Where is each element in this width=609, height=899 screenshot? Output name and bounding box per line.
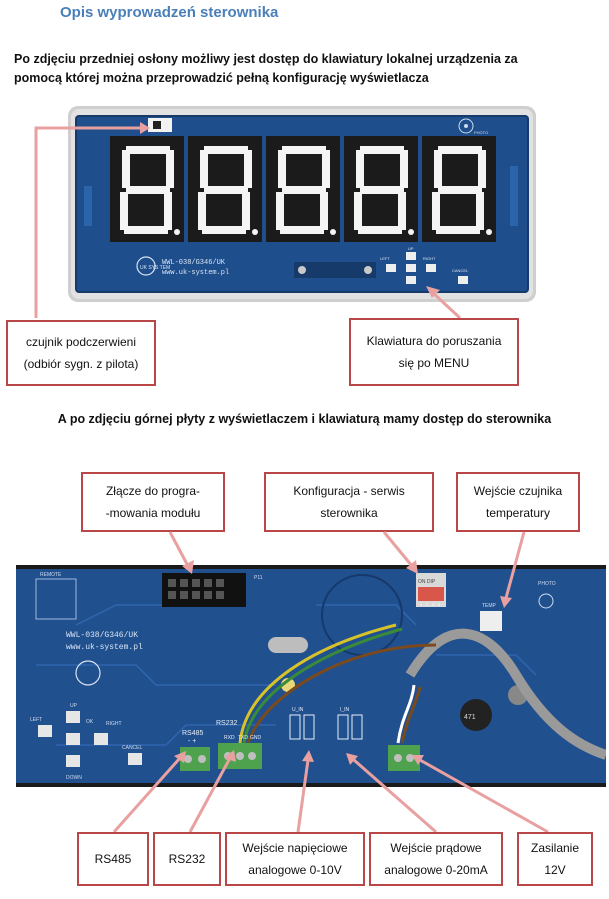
label-rs485: RS485 [77, 832, 149, 886]
callout-configuration: Konfiguracja - serwis sterownika [264, 472, 434, 532]
ctrl-temp-label: TEMP [482, 603, 497, 609]
ctrl-model-text: WWL-038/G346/UK [66, 631, 138, 640]
callout-config-line2: sterownika [320, 506, 378, 520]
label-voltage-input: Wejście napięciowe analogowe 0-10V [225, 832, 365, 886]
ctrl-dip-3: 3 [432, 602, 435, 607]
label-power-supply: Zasilanie 12V [517, 832, 593, 886]
label-current-input: Wejście prądowe analogowe 0-20mA [369, 832, 503, 886]
ctrl-rxd: RXD [224, 735, 235, 741]
callout-keyboard: Klawiatura do poruszania się po MENU [349, 318, 519, 386]
label-power-line2: 12V [544, 863, 566, 877]
ctrl-rs485-label: RS485 [182, 730, 204, 737]
front-key-cancel: CANCEL [452, 268, 469, 273]
front-board-photo: REMOTE PHOTO UK SYS TEM WWL-038/G346/UK [68, 106, 536, 302]
seven-segment-display [110, 136, 496, 242]
page-heading: Opis wyprowadzeń sterownika [60, 4, 279, 21]
ctrl-remote-label: REMOTE [40, 572, 62, 578]
ctrl-gnd-1: GND [250, 735, 262, 741]
callout-prog-line1: Złącze do progra- [105, 484, 201, 498]
intro-line-1: Po zdjęciu przedniej osłony możliwy jest… [14, 52, 518, 66]
callout-prog-line2: -mowania modułu [105, 506, 201, 520]
ctrl-u-in: U_IN [292, 707, 304, 713]
ctrl-key-right: RIGHT [106, 721, 122, 727]
front-key-left: LEFT [380, 256, 390, 261]
ctrl-dip-1: 1 [420, 602, 423, 607]
label-rs232-text: RS232 [168, 852, 206, 866]
callout-temp-line1: Wejście czujnika [473, 484, 563, 498]
callout-config-line1: Konfiguracja - serwis [293, 484, 405, 498]
label-power-line1: Zasilanie [530, 841, 580, 855]
ctrl-dip-4: 4 [438, 602, 441, 607]
ctrl-i-in: I_IN [340, 707, 350, 713]
callout-ir-receiver: czujnik podczerwieni (odbiór sygn. z pil… [6, 320, 156, 386]
ctrl-key-up: UP [70, 703, 78, 709]
front-keypad [386, 252, 468, 284]
ctrl-rs485-pins: - + [188, 738, 196, 745]
ctrl-dip-2: 2 [426, 602, 429, 607]
ctrl-p11-label: P11 [254, 575, 263, 581]
ctrl-key-left: LEFT [30, 717, 42, 723]
callout-programming-connector: Złącze do progra- -mowania modułu [81, 472, 225, 532]
intro-line-2: pomocą której można przeprowadzić pełną … [14, 71, 429, 85]
label-current-line2: analogowe 0-20mA [384, 863, 488, 877]
front-logo-text: UK SYS TEM [140, 265, 170, 271]
ctrl-web-text: www.uk-system.pl [66, 643, 143, 652]
intro-paragraph: Po zdjęciu przedniej osłony możliwy jest… [14, 50, 599, 88]
ctrl-key-down: DOWN [66, 775, 82, 781]
ctrl-key-cancel: CANCEL [122, 745, 143, 751]
ctrl-rs232-label: RS232 [216, 720, 238, 727]
ctrl-cap-text: 471 [464, 714, 476, 721]
ctrl-dip-label: ON DIP [418, 579, 436, 585]
section2-text: A po zdjęciu górnej płyty z wyświetlacze… [57, 412, 552, 426]
label-rs485-text: RS485 [94, 852, 132, 866]
callout-temperature-input: Wejście czujnika temperatury [456, 472, 580, 532]
front-model-text: WWL-038/G346/UK [162, 259, 226, 267]
front-web-text: www.uk-system.pl [162, 269, 229, 277]
front-key-up: UP [408, 246, 414, 251]
ctrl-txd: TXD [238, 735, 248, 741]
callout-temp-line2: temperatury [485, 506, 551, 520]
label-current-line1: Wejście prądowe [390, 841, 482, 855]
controller-board-photo: REMOTE P11 WWL-038/G346/UK www.uk-system… [16, 565, 606, 787]
callout-arrows-bottom [112, 531, 549, 834]
callout-kb-line2: się po MENU [398, 356, 470, 370]
callout-kb-line1: Klawiatura do poruszania [366, 334, 502, 348]
front-key-right: RIGHT [423, 256, 436, 261]
label-rs232: RS232 [153, 832, 221, 886]
label-voltage-line1: Wejście napięciowe [242, 841, 348, 855]
front-photo-label: PHOTO [474, 130, 488, 135]
callout-ir-line2: (odbiór sygn. z pilota) [23, 357, 139, 371]
label-voltage-line2: analogowe 0-10V [248, 863, 342, 877]
ctrl-photo-label: PHOTO [538, 581, 556, 587]
ctrl-key-ok: OK [86, 719, 94, 725]
callout-ir-line1: czujnik podczerwieni [25, 335, 137, 349]
callout-arrows-top [34, 122, 462, 320]
